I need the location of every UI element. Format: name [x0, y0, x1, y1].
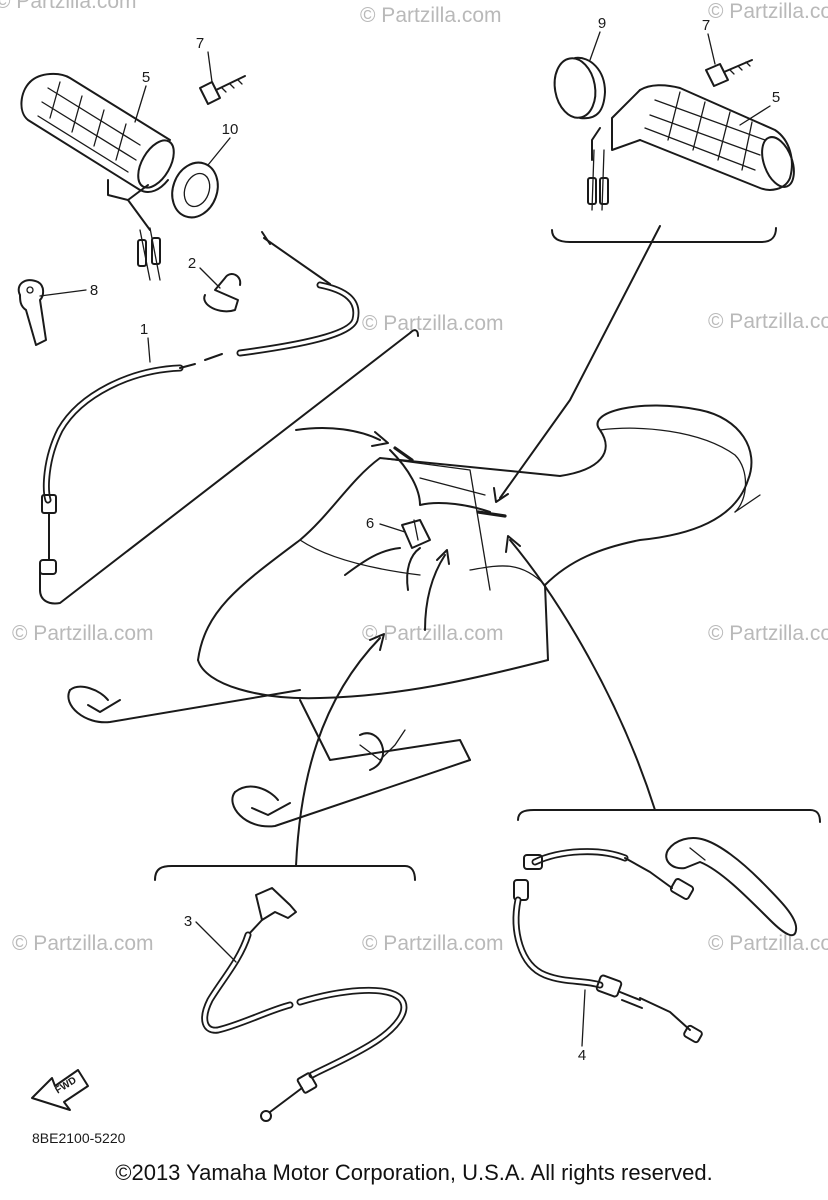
right-grip	[587, 84, 795, 211]
snowmobile-outline	[67, 404, 761, 828]
copyright-notice: ©2013 Yamaha Motor Corporation, U.S.A. A…	[115, 1160, 713, 1185]
watermark: © Partzilla.com	[708, 932, 828, 955]
fwd-arrow-icon: FWD	[31, 1069, 89, 1111]
callout-6: 6	[366, 515, 374, 532]
grip-ring	[171, 161, 219, 219]
throttle-cable	[39, 231, 360, 575]
choke-cable	[201, 887, 408, 1122]
callout-8: 8	[90, 282, 98, 299]
key	[17, 279, 47, 346]
diagram-code: 8BE2100-5220	[32, 1130, 126, 1146]
watermark: © Partzilla.com	[12, 622, 154, 645]
leader-lines	[39, 31, 771, 1047]
watermarks: © Partzilla.com © Partzilla.com © Partzi…	[0, 0, 828, 955]
callout-10: 10	[222, 121, 239, 138]
watermark: © Partzilla.com	[362, 312, 504, 335]
watermark: © Partzilla.com	[708, 310, 828, 333]
callout-2: 2	[188, 255, 196, 272]
callout-5: 5	[142, 69, 150, 86]
watermark: © Partzilla.com	[708, 0, 828, 23]
panel-bottom-right-bracket	[517, 809, 821, 823]
callout-3: 3	[184, 913, 192, 930]
screw-right	[705, 59, 753, 87]
fwd-label: FWD	[53, 1075, 78, 1096]
watermark: © Partzilla.com	[362, 622, 504, 645]
callout-1: 1	[140, 321, 148, 338]
callouts: 5 7 10 2 8 1 9 7 5 6 3 4	[90, 15, 780, 1064]
pointer-arrows	[295, 225, 661, 867]
callout-7: 7	[702, 17, 710, 34]
callout-9: 9	[598, 15, 606, 32]
callout-4: 4	[578, 1047, 586, 1064]
left-grip	[20, 72, 175, 281]
watermark: © Partzilla.com	[360, 4, 502, 27]
panel-bottom-left-bracket	[154, 865, 416, 881]
holder	[401, 519, 431, 549]
watermark: © Partzilla.com	[0, 0, 137, 13]
brake-cable	[512, 837, 798, 1044]
watermark: © Partzilla.com	[362, 932, 504, 955]
screw-left	[199, 75, 246, 105]
watermark: © Partzilla.com	[12, 932, 154, 955]
callout-7: 7	[196, 35, 204, 52]
watermark: © Partzilla.com	[708, 622, 828, 645]
callout-5: 5	[772, 89, 780, 106]
clip	[203, 273, 242, 313]
grip-cap	[553, 56, 606, 120]
panel-right-bracket	[551, 227, 777, 243]
